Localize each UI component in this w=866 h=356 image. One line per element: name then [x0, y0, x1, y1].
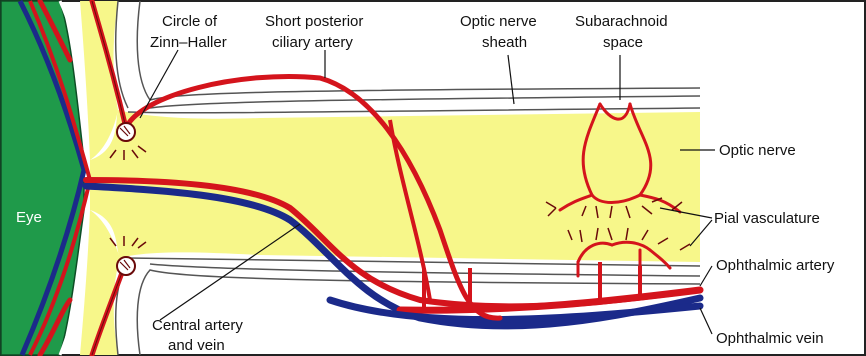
- label-subarachnoid-space-line2: space: [603, 34, 643, 51]
- label-pial-vasculature: Pial vasculature: [714, 210, 820, 227]
- label-central-artery-vein-line2: and vein: [168, 337, 225, 354]
- label-optic-nerve: Optic nerve: [719, 142, 796, 159]
- label-short-posterior-ciliary-line2: ciliary artery: [272, 34, 353, 51]
- label-short-posterior-ciliary-line1: Short posterior: [265, 13, 363, 30]
- label-optic-nerve-sheath-line1: Optic nerve: [460, 13, 537, 30]
- label-ophthalmic-artery: Ophthalmic artery: [716, 257, 835, 274]
- label-circle-of-zinn-haller-line1: Circle of: [162, 13, 218, 30]
- label-ophthalmic-vein: Ophthalmic vein: [716, 330, 824, 347]
- label-optic-nerve-sheath-line2: sheath: [482, 34, 527, 51]
- label-subarachnoid-space-line1: Subarachnoid: [575, 13, 668, 30]
- label-central-artery-vein-line1: Central artery: [152, 317, 243, 334]
- label-eye: Eye: [16, 209, 42, 226]
- label-circle-of-zinn-haller-line2: Zinn–Haller: [150, 34, 227, 51]
